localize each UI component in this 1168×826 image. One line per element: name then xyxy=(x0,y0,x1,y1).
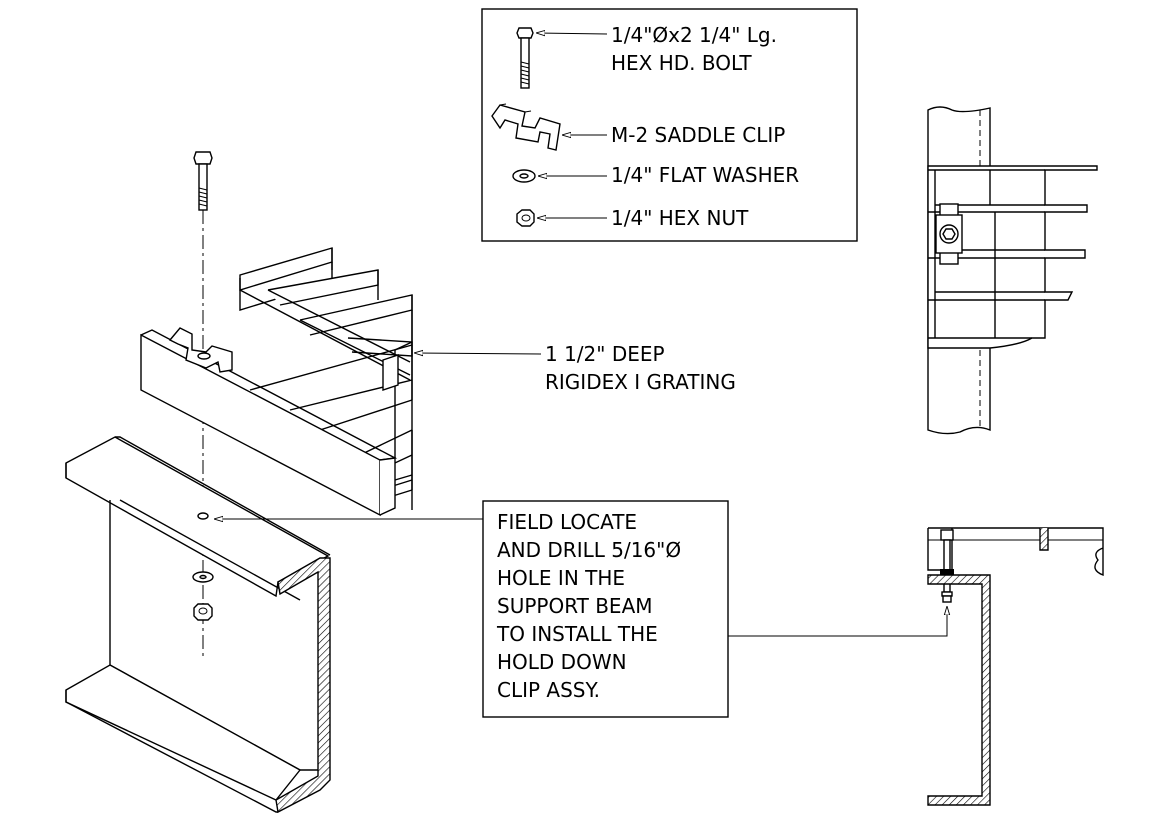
field-note-frame xyxy=(482,500,729,718)
bolt-icon xyxy=(516,27,534,89)
saddle-clip-icon xyxy=(491,103,561,151)
grating-isometric xyxy=(140,247,413,517)
grating-label-line-2: RIGIDEX I GRATING xyxy=(545,370,736,394)
field-note-line-1: FIELD LOCATE xyxy=(497,510,637,534)
clip-label: M-2 SADDLE CLIP xyxy=(611,123,785,147)
hex-nut-icon xyxy=(516,209,535,227)
field-note-line-7: CLIP ASSY. xyxy=(497,678,600,702)
parts-legend: 1/4"Øx2 1/4" Lg. HEX HD. BOLT M-2 SADDLE… xyxy=(481,8,858,242)
isometric-assembly: 1 1/2" DEEP RIGIDEX I GRATING xyxy=(65,151,736,814)
washer-icon xyxy=(512,169,536,183)
bolt-label-line-2: HEX HD. BOLT xyxy=(611,51,752,75)
bolt-leader-arrow xyxy=(537,33,608,34)
grating-leader-arrow xyxy=(415,353,542,354)
field-note-line-5: TO INSTALL THE xyxy=(496,622,658,646)
section-view xyxy=(927,527,1104,806)
nut-label: 1/4" HEX NUT xyxy=(611,206,749,230)
field-note-line-3: HOLE IN THE xyxy=(497,566,625,590)
field-note-line-2: AND DRILL 5/16"Ø xyxy=(497,538,681,562)
section-leader-arrow xyxy=(728,607,947,637)
legend-frame xyxy=(481,8,858,242)
field-note: FIELD LOCATE AND DRILL 5/16"Ø HOLE IN TH… xyxy=(482,500,729,718)
field-note-line-6: HOLD DOWN xyxy=(497,650,627,674)
washer-label: 1/4" FLAT WASHER xyxy=(611,163,799,187)
field-note-line-4: SUPPORT BEAM xyxy=(497,594,653,618)
grating-label-line-1: 1 1/2" DEEP xyxy=(545,342,665,366)
bolt-label-line-1: 1/4"Øx2 1/4" Lg. xyxy=(611,23,777,47)
exploded-bolt xyxy=(193,151,213,211)
plan-view xyxy=(927,106,1098,435)
support-beam-isometric xyxy=(65,436,331,814)
